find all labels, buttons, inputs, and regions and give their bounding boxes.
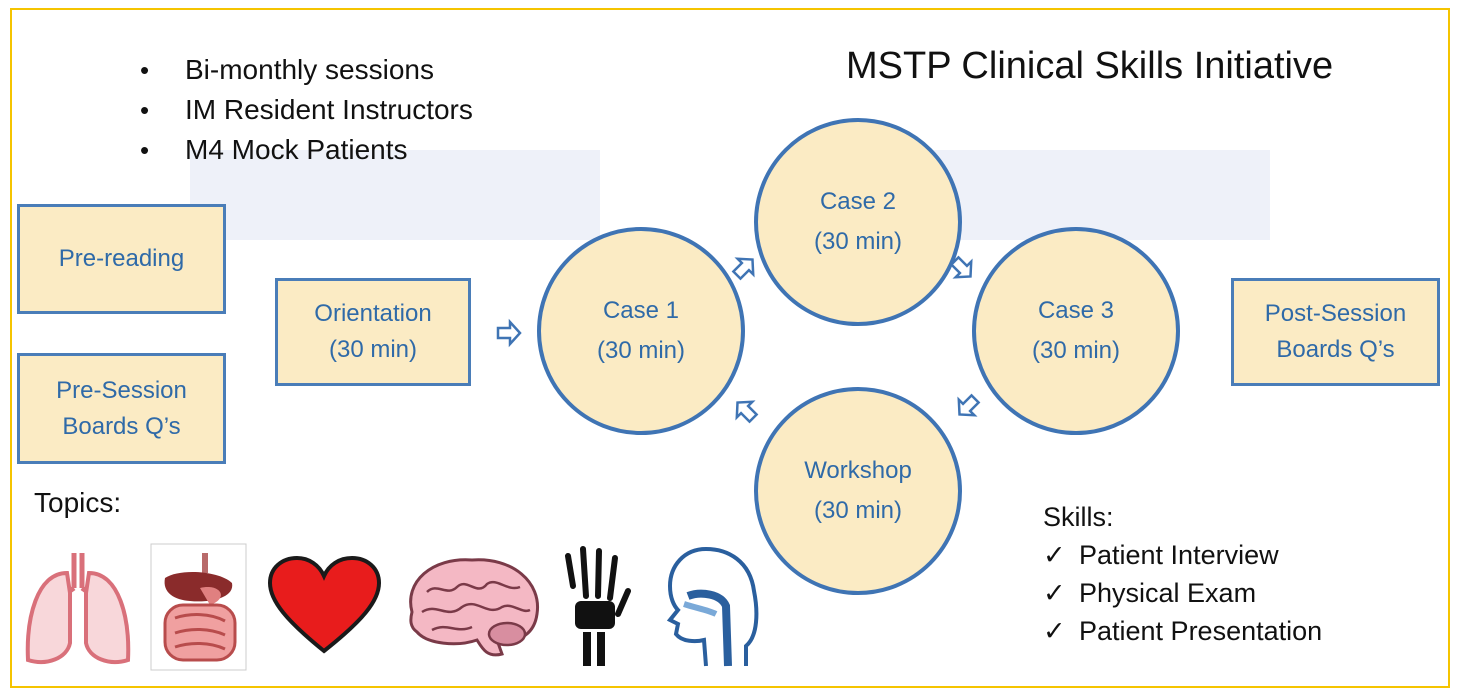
pre-session-line1: Pre-Session: [56, 376, 187, 404]
slide-title: MSTP Clinical Skills Initiative: [846, 45, 1334, 87]
case2-circle: Case 2 (30 min): [754, 118, 962, 326]
post-session-line2: Boards Q’s: [1276, 336, 1395, 363]
skill-item: ✓ Patient Interview: [1043, 536, 1322, 574]
skills-label: Skills:: [1043, 502, 1114, 532]
orientation-line1: Orientation: [314, 300, 432, 327]
skill-item-label: Physical Exam: [1079, 578, 1257, 608]
skills-list: Skills: ✓ Patient Interview ✓ Physical Exa…: [1043, 498, 1322, 650]
workshop-duration: (30 min): [813, 497, 903, 524]
case2-duration: (30 min): [813, 228, 903, 255]
bullet-item: Bi-monthly sessions: [140, 50, 473, 90]
digestive-system-icon: [150, 543, 247, 671]
workshop-label: Workshop: [804, 457, 912, 484]
lungs-icon: [25, 553, 131, 664]
orientation-line2: (30 min): [328, 336, 418, 363]
case3-circle: Case 3 (30 min): [972, 227, 1180, 435]
brain-icon: [409, 558, 540, 657]
bullet-item: IM Resident Instructors: [140, 90, 473, 130]
heart-icon: [267, 556, 382, 654]
pre-session-box: Pre-Session Boards Q’s: [17, 353, 226, 464]
skill-item: ✓ Physical Exam: [1043, 574, 1322, 612]
head-airway-icon: [666, 546, 759, 667]
feature-bullets: Bi-monthly sessions IM Resident Instruct…: [140, 50, 473, 170]
case1-label: Case 1: [602, 297, 680, 324]
skill-item-label: Patient Interview: [1079, 540, 1279, 570]
case3-duration: (30 min): [1031, 337, 1121, 364]
checkmark-icon: ✓: [1043, 578, 1066, 608]
post-session-box: Post-Session Boards Q’s: [1231, 278, 1440, 386]
skill-item: ✓ Patient Presentation: [1043, 612, 1322, 650]
pre-reading-box: Pre-reading: [17, 204, 226, 314]
case3-label: Case 3: [1037, 297, 1115, 324]
hand-xray-icon: [565, 546, 631, 666]
topics-label: Topics:: [34, 487, 122, 518]
workshop-circle: Workshop (30 min): [754, 387, 962, 595]
case1-circle: Case 1 (30 min): [537, 227, 745, 435]
pre-session-line2: Boards Q’s: [62, 412, 181, 440]
case1-duration: (30 min): [596, 337, 686, 364]
checkmark-icon: ✓: [1043, 540, 1066, 570]
orientation-box: Orientation (30 min): [275, 278, 471, 386]
checkmark-icon: ✓: [1043, 616, 1066, 646]
post-session-line1: Post-Session: [1264, 300, 1407, 327]
case2-label: Case 2: [819, 188, 897, 215]
bullet-item: M4 Mock Patients: [140, 130, 473, 170]
pre-reading-label: Pre-reading: [58, 245, 185, 272]
skill-item-label: Patient Presentation: [1079, 616, 1323, 646]
